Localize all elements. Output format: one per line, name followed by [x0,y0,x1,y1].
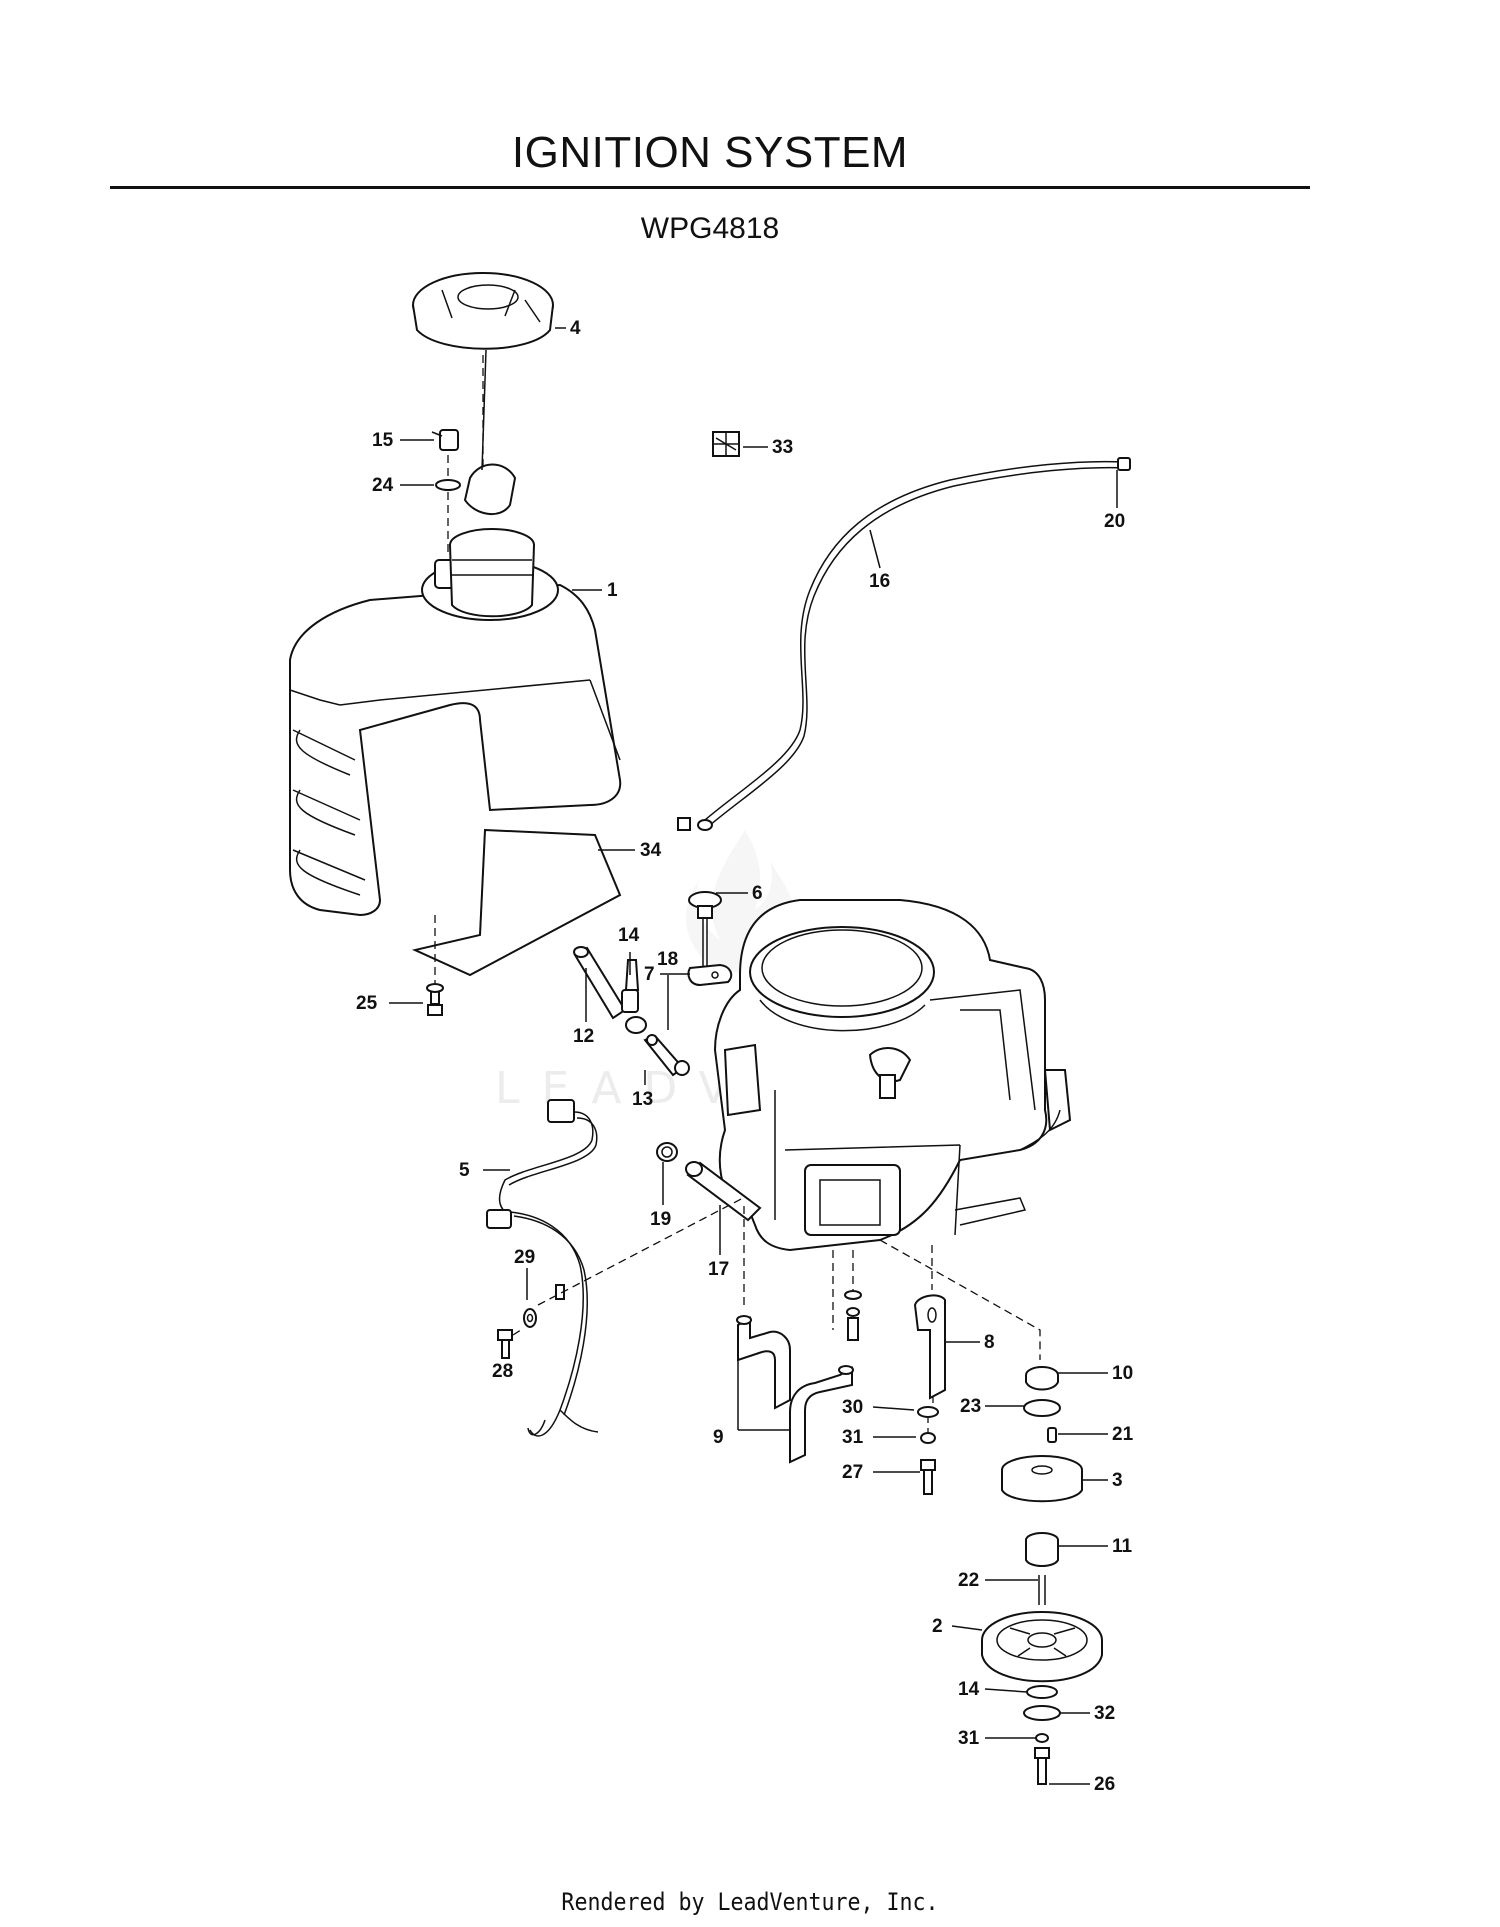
callout-6: 6 [752,883,763,904]
callout-5: 5 [459,1160,470,1181]
title-divider [110,186,1310,189]
callout-27: 27 [842,1462,864,1483]
callout-2: 2 [932,1616,943,1637]
callout-33: 33 [772,437,794,458]
callout-30: 30 [842,1397,864,1418]
callout-13: 13 [632,1089,654,1110]
model-number: WPG4818 [640,212,780,245]
footer-credit: Rendered by LeadVenture, Inc. [561,1888,939,1916]
callout-12: 12 [573,1026,595,1047]
fuel-tank-part [289,528,622,917]
tie-strap-part [712,431,740,457]
gas-cap-part [412,272,554,350]
callout-22: 22 [958,1570,980,1591]
callout-16: 16 [869,571,891,592]
callout-9: 9 [713,1427,724,1448]
callout-14-upper: 14 [618,925,640,946]
callout-18: 18 [657,949,679,970]
callout-7: 7 [644,964,655,985]
callout-19: 19 [650,1209,672,1230]
engine-part [713,899,1072,1252]
callout-1: 1 [607,580,618,601]
callout-21: 21 [1112,1424,1134,1445]
callout-31-upper: 31 [842,1427,864,1448]
callout-25: 25 [356,993,378,1014]
callout-34: 34 [640,840,662,861]
callout-17: 17 [708,1259,730,1280]
callout-11: 11 [1112,1536,1133,1557]
wire-harness-part [486,1099,599,1437]
callout-32: 32 [1094,1703,1116,1724]
callout-4: 4 [570,318,581,339]
heat-shield-part [411,828,622,977]
callout-29: 29 [514,1247,536,1268]
callout-23: 23 [960,1396,982,1417]
page-title: IGNITION SYSTEM [511,128,909,177]
callout-26: 26 [1094,1774,1116,1795]
pulley-stack-part [981,1366,1103,1785]
callout-20: 20 [1104,511,1126,532]
callout-24: 24 [372,475,394,496]
callout-15: 15 [372,430,394,451]
callout-3: 3 [1112,1470,1123,1491]
callout-28: 28 [492,1361,514,1382]
callout-31-lower: 31 [958,1728,980,1749]
callout-8: 8 [984,1332,995,1353]
callout-14-lower: 14 [958,1679,980,1700]
callout-10: 10 [1112,1363,1134,1384]
